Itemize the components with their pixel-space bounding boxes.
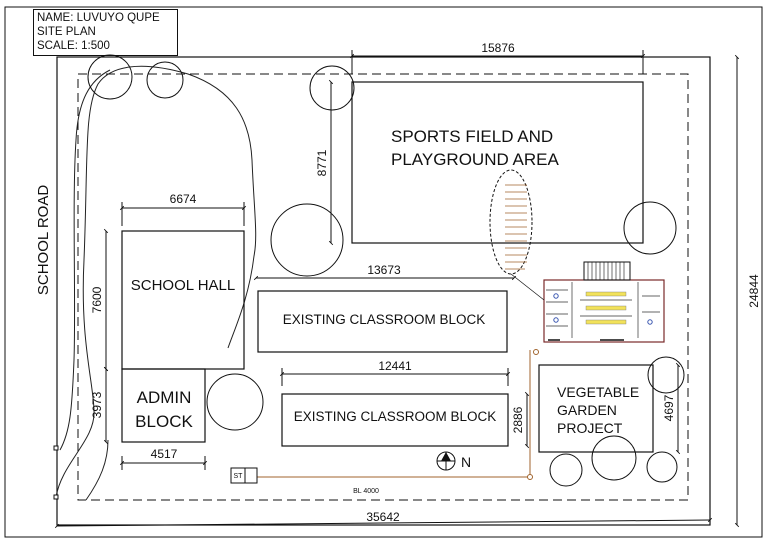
dim-sports-height: 8771 — [315, 149, 329, 176]
dim-site-width: 35642 — [366, 510, 400, 524]
new-building-plan — [543, 261, 665, 343]
building-line-label: BL 4000 — [353, 488, 379, 495]
north-label: N — [461, 454, 471, 470]
tree — [206, 373, 264, 431]
title-name: NAME: LUVUYO QUPE — [37, 12, 160, 24]
tree — [270, 203, 344, 277]
school-hall-label: SCHOOL HALL — [131, 277, 235, 294]
vegetable-garden-label-2: GARDEN — [557, 402, 617, 418]
tree — [146, 61, 184, 99]
classroom-block-lower-label: EXISTING CLASSROOM BLOCK — [294, 409, 497, 424]
tree — [646, 451, 678, 483]
connector-line — [510, 273, 545, 301]
path-node — [53, 445, 59, 451]
title-block: NAME: LUVUYO QUPE SITE PLAN SCALE: 1:500 — [33, 9, 178, 56]
admin-block-label-1: ADMIN — [137, 388, 192, 407]
dim-lower-block-height: 2886 — [511, 406, 525, 433]
road-label: SCHOOL ROAD — [35, 185, 52, 295]
tree — [647, 356, 685, 394]
dim-hall-height: 7600 — [90, 286, 104, 313]
dim-sports-width: 15876 — [481, 41, 515, 55]
admin-block-label-2: BLOCK — [135, 412, 193, 431]
drain-manhole — [527, 474, 533, 480]
sheet-border — [4, 6, 763, 538]
tree — [591, 435, 637, 481]
sports-field-label-1: SPORTS FIELD AND — [391, 127, 553, 146]
dim-admin-height: 3973 — [90, 391, 104, 418]
north-arrow-icon — [436, 451, 456, 471]
vegetable-garden — [538, 364, 654, 453]
sports-field — [351, 81, 644, 244]
tree — [549, 453, 583, 487]
drain-manhole — [533, 349, 539, 355]
classroom-block-upper-label: EXISTING CLASSROOM BLOCK — [283, 312, 486, 327]
dim-upper-block-width: 13673 — [367, 263, 401, 277]
dim-hall-width: 6674 — [170, 192, 197, 206]
sports-field-label-2: PLAYGROUND AREA — [391, 150, 560, 169]
driveway-path — [55, 65, 257, 501]
tree — [623, 201, 677, 255]
path-node — [53, 494, 59, 500]
vegetable-garden-label-3: PROJECT — [557, 420, 623, 436]
school-hall — [121, 230, 245, 370]
septic-tank — [230, 467, 258, 484]
dim-garden-height: 4697 — [662, 394, 676, 421]
septic-tank-label: ST — [234, 473, 244, 480]
title-drawing: SITE PLAN — [37, 26, 96, 38]
dim-admin-width: 4517 — [151, 447, 178, 461]
walkway-steps — [505, 184, 527, 270]
walkway-ellipse — [489, 169, 533, 275]
vegetable-garden-label-1: VEGETABLE — [557, 384, 639, 400]
title-scale: SCALE: 1:500 — [37, 40, 110, 52]
dim-lower-block-width: 12441 — [378, 359, 412, 373]
tree — [87, 54, 133, 100]
dim-line-site-width — [54, 517, 713, 529]
classroom-block-upper — [257, 290, 508, 353]
admin-block — [121, 368, 206, 443]
dim-site-height: 24844 — [747, 274, 761, 308]
classroom-block-lower — [281, 393, 509, 447]
tree — [309, 65, 355, 111]
